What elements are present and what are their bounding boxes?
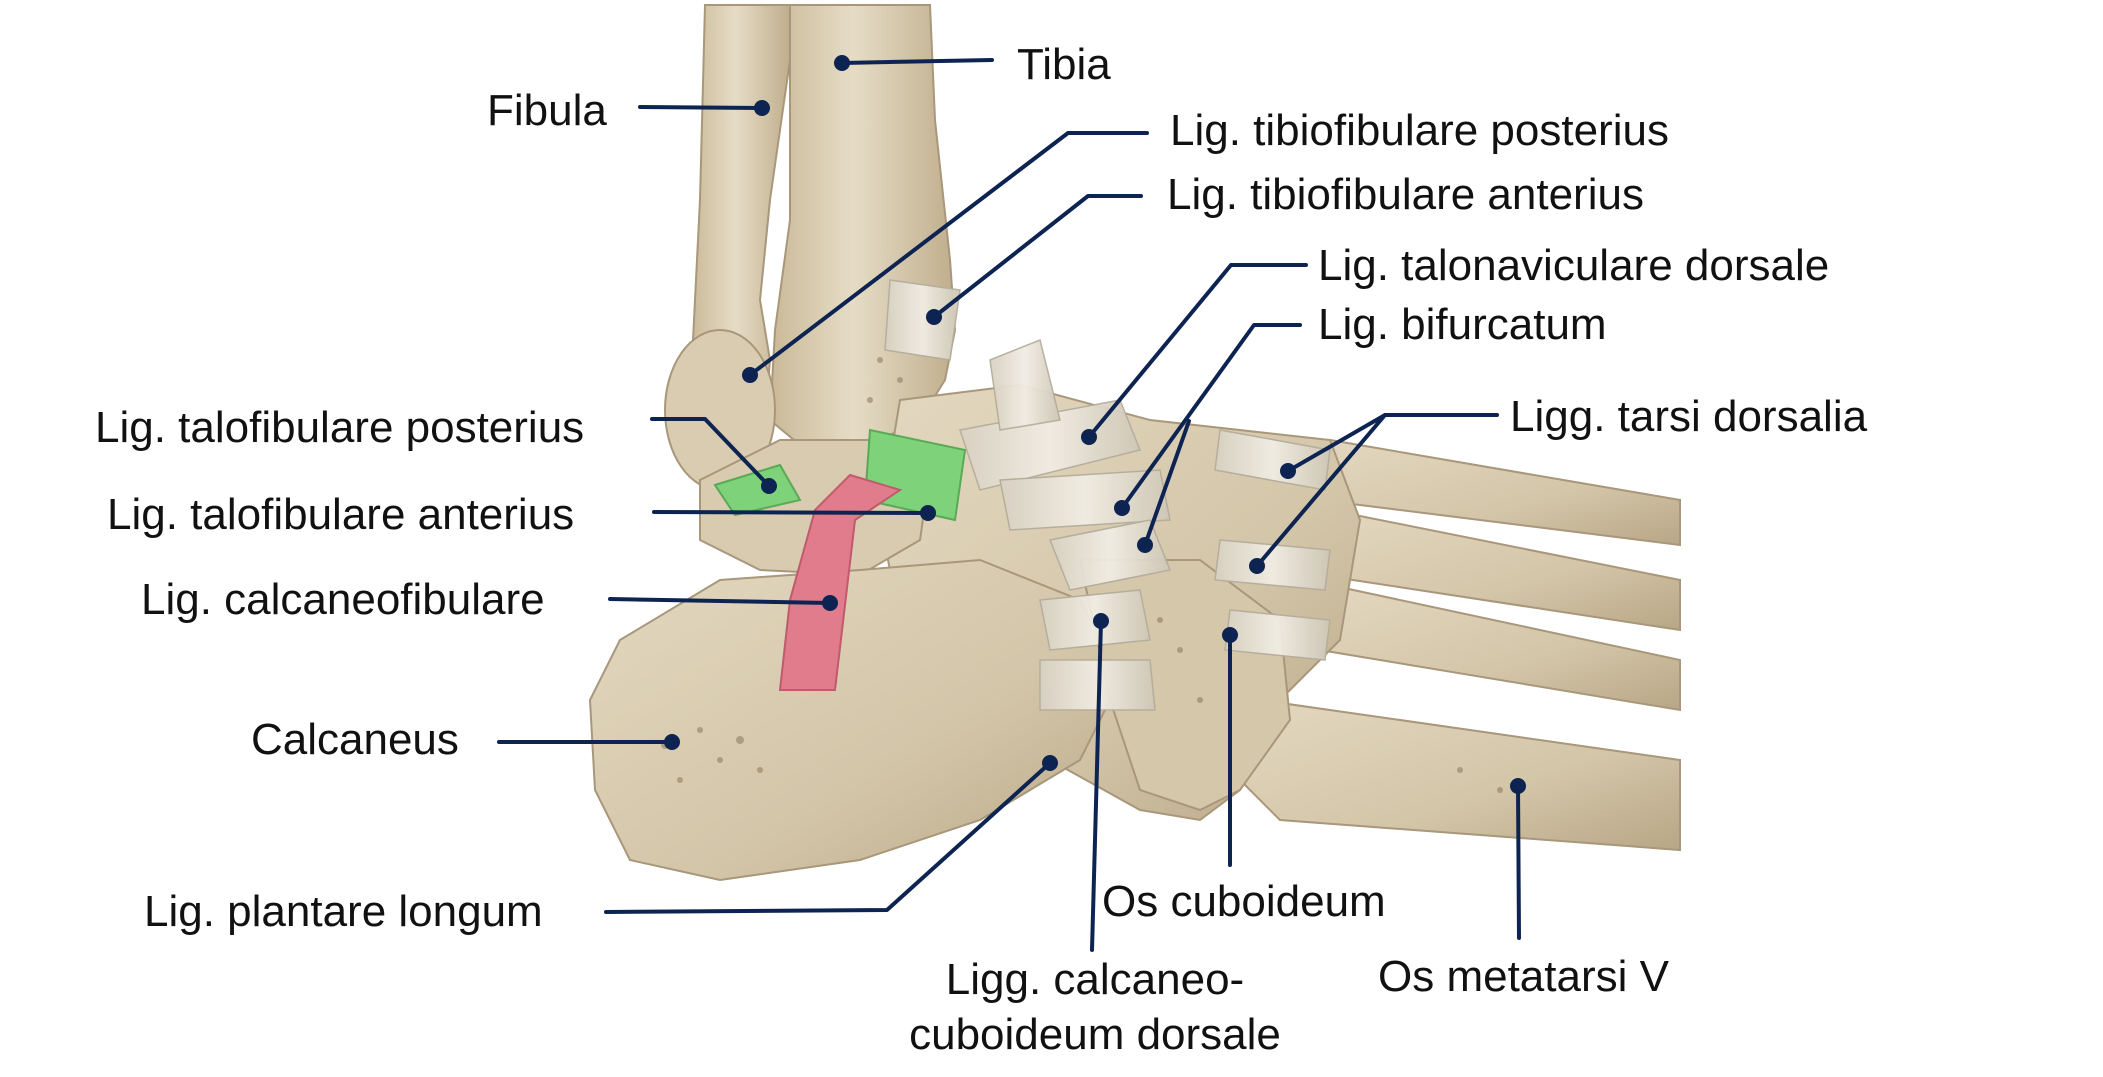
leader-ligg-tarsi-dorsalia-b [1255, 413, 1387, 568]
calcaneus-bone [588, 558, 1122, 882]
label-ligg-tarsi-dorsalia: Ligg. tarsi dorsalia [1510, 392, 1868, 441]
leader-lig-tibiofibulare-anterius [932, 194, 1143, 319]
leader-lines [497, 58, 1521, 952]
tibia-bone [768, 4, 957, 447]
leader-lig-talonaviculare-dorsale [1087, 263, 1308, 439]
label-os-cuboideum: Os cuboideum [1102, 877, 1386, 926]
label-lig-tibiofibulare-posterius: Lig. tibiofibulare posterius [1170, 106, 1669, 155]
label-lig-talonaviculare-dorsale: Lig. talonaviculare dorsale [1318, 241, 1830, 290]
leader-lig-plantare-longum [604, 761, 1052, 914]
label-calcaneus: Calcaneus [251, 715, 459, 764]
leader-lig-tibiofibulare-posterius [748, 131, 1149, 377]
label-lig-calcaneofibulare: Lig. calcaneofibulare [141, 575, 545, 624]
metatarsals [1238, 438, 1681, 852]
label-lig-talofibulare-posterius: Lig. talofibulare posterius [95, 403, 585, 452]
label-ligg-calcaneo-line2: cuboideum dorsale [909, 1010, 1281, 1059]
label-lig-talofibulare-anterius: Lig. talofibulare anterius [107, 490, 575, 539]
dorsal-ligaments [884, 279, 1331, 711]
leader-os-metatarsi-v [1516, 784, 1521, 940]
leader-tibia [840, 58, 994, 65]
leader-lig-bifurcatum-b [1143, 419, 1191, 547]
lig-calcaneofibulare-shape [778, 473, 903, 691]
leader-ligg-calcaneo [1090, 619, 1103, 952]
leader-dots [664, 55, 1526, 794]
label-ligg-calcaneo-line1: Ligg. calcaneo- [945, 955, 1245, 1004]
leader-fibula [638, 105, 764, 110]
leader-lig-calcaneofibulare [608, 597, 832, 605]
label-os-metatarsi-v: Os metatarsi V [1378, 952, 1669, 1001]
leader-lig-talofibulare-posterius [650, 417, 771, 488]
label-lig-plantare-longum: Lig. plantare longum [144, 887, 543, 936]
label-tibia: Tibia [1017, 40, 1111, 89]
lig-talofibulare-posterius-shape [713, 463, 802, 517]
leader-lig-bifurcatum [1120, 323, 1302, 510]
label-lig-tibiofibulare-anterius: Lig. tibiofibulare anterius [1167, 170, 1644, 219]
label-fibula: Fibula [487, 86, 607, 135]
leader-lig-talofibulare-anterius [652, 510, 930, 515]
label-lig-bifurcatum: Lig. bifurcatum [1318, 300, 1607, 349]
